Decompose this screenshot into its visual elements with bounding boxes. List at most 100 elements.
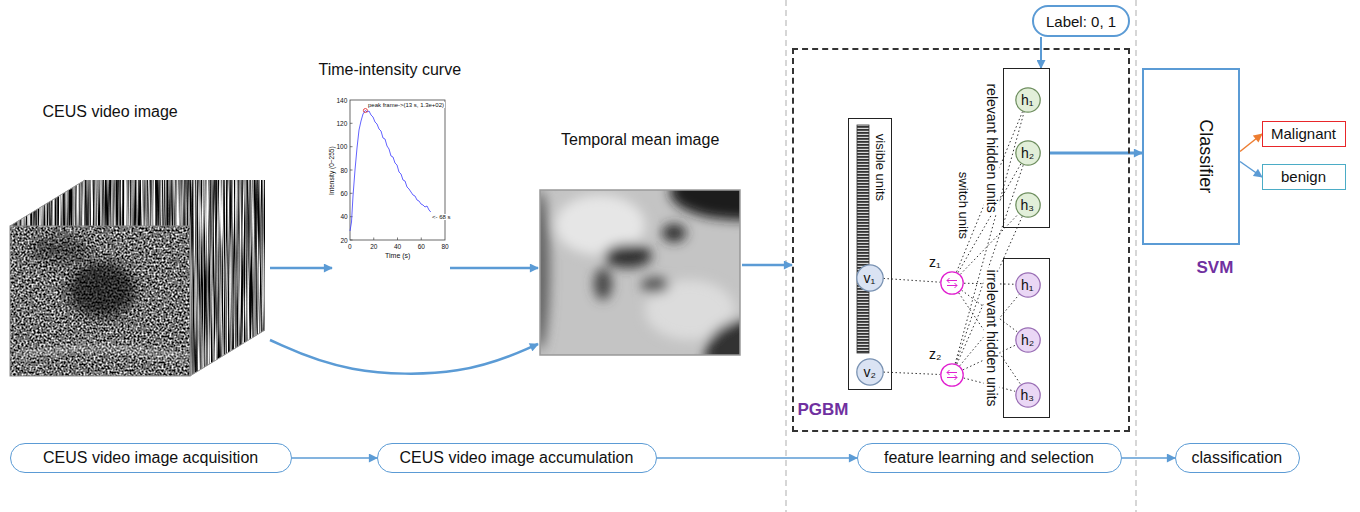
unit-symbol: h₃: [1021, 387, 1035, 403]
tick-label: 20: [370, 243, 377, 250]
front-frame-speckle: [10, 226, 190, 376]
unit-symbol: h₁: [1021, 277, 1034, 293]
stage-box: CEUS video image acquisition: [10, 443, 292, 473]
front-frame: [10, 226, 190, 376]
video-stack-illustration: [10, 180, 265, 376]
visible-unit: v₂: [856, 358, 884, 386]
visible-units-bar: [857, 125, 869, 353]
flow-arrow: [1240, 162, 1262, 178]
tick-label: 40: [341, 213, 348, 220]
flow-arrow: [450, 267, 538, 270]
tick-label: 80: [341, 167, 348, 174]
peak-marker: [363, 109, 367, 113]
class-output-box: benign: [1262, 164, 1346, 190]
circle-outline: [1015, 192, 1039, 216]
unit-symbol: z₂: [929, 346, 941, 362]
unit-symbol: z₁: [929, 254, 941, 270]
stage-label: classification: [1192, 449, 1283, 467]
tick-label: 120: [337, 120, 348, 127]
stack-edge: [190, 330, 265, 376]
hidden-unit: h₂: [1015, 327, 1041, 353]
stack-slices: [10, 180, 265, 376]
axis-title: Time (s): [385, 252, 410, 260]
mean-image-frame: [540, 190, 740, 355]
unit-symbol: v₁: [864, 270, 876, 286]
layer-label: relevant hidden units: [984, 81, 1000, 214]
intensity-curve: [350, 111, 431, 232]
layer-label: visible units: [872, 134, 887, 201]
hidden-group-box: relevant hidden unitsh₁h₂h₃: [1003, 68, 1050, 228]
circle-outline: [1015, 382, 1039, 406]
visible-units-box: visible units v₁ v₂: [848, 118, 892, 390]
switch-circle: [940, 271, 964, 295]
circle-outline: [941, 364, 963, 386]
tick-label: 60: [341, 190, 348, 197]
hidden-unit: h₂: [1015, 140, 1041, 166]
stage-separator: [785, 0, 786, 512]
stage-label: CEUS video image acquisition: [43, 449, 258, 467]
class-label: Malignant: [1271, 125, 1336, 142]
unit-symbol: v₂: [864, 364, 876, 380]
switch-arrows: [947, 370, 957, 380]
flow-arrow: [270, 340, 538, 374]
hidden-unit: h₁: [1015, 87, 1041, 113]
tick-label: 20: [341, 237, 348, 244]
class-label: benign: [1281, 168, 1326, 185]
axis-title: Intensity (0~255): [327, 146, 334, 195]
stage-separator: [1135, 0, 1136, 512]
switch-circle: [940, 363, 964, 387]
circle-outline: [1015, 327, 1039, 351]
temporal-mean-image: Temporal mean image: [538, 188, 742, 357]
lesion-shading: [18, 236, 188, 358]
mean-image-shading: [540, 190, 740, 355]
figure-title: Temporal mean image: [561, 131, 719, 149]
switch-arrows: [947, 278, 957, 288]
switch-unit: z₂: [940, 363, 964, 387]
stage-box: feature learning and selection: [857, 443, 1122, 473]
video-frame-stack: CEUS video image: [8, 178, 270, 378]
peak-annotation: peak frame->(13 s, 1.3e+02): [367, 102, 445, 109]
stage-label: feature learning and selection: [884, 449, 1094, 467]
unit-symbol: h₂: [1021, 332, 1034, 348]
hidden-group-box: irrelevant hidden unitsh₁h₂h₃: [1003, 258, 1050, 418]
stage-box: CEUS video image accumulation: [377, 443, 657, 473]
circle-outline: [1015, 272, 1039, 296]
circle-outline: [856, 358, 882, 384]
circle-outline: [856, 264, 882, 290]
end-annotation: <- 68 s: [431, 214, 452, 221]
unit-symbol: h₁: [1021, 92, 1034, 108]
front-frame-border: [10, 226, 190, 376]
separator-lines: [786, 0, 1136, 512]
hidden-unit: h₃: [1015, 192, 1041, 218]
model-name: PGBM: [798, 400, 849, 420]
label-input-box: Label: 0, 1: [1032, 5, 1130, 37]
stage-label: CEUS video image accumulation: [400, 449, 634, 467]
flow-arrow: [657, 457, 857, 458]
tick-label: 140: [337, 97, 348, 104]
visible-unit: v₁: [856, 264, 884, 292]
flow-arrow: [1240, 134, 1262, 152]
label-text: Label: 0, 1: [1046, 13, 1116, 30]
stack-base: [10, 180, 265, 376]
flow-arrow: [1122, 457, 1175, 458]
hidden-unit: h₃: [1015, 382, 1041, 408]
tick-label: 80: [442, 243, 449, 250]
unit-symbol: h₂: [1021, 145, 1034, 161]
layer-label: irrelevant hidden units: [983, 267, 999, 408]
circle-outline: [941, 272, 963, 294]
classifier-box: Classifier: [1142, 68, 1240, 245]
stack-edge: [10, 180, 85, 226]
figure-title: Time-intensity curve: [319, 61, 462, 79]
hidden-unit: h₁: [1015, 272, 1041, 298]
tick-label: 100: [337, 143, 348, 150]
circle-outline: [1015, 87, 1039, 111]
layer-label: switch units: [955, 170, 970, 239]
flow-arrow: [1040, 37, 1042, 68]
flow-arrow: [742, 264, 792, 267]
stage-box: classification: [1175, 443, 1300, 473]
flow-arrow: [270, 267, 332, 270]
unit-symbol: h₃: [1021, 197, 1035, 213]
